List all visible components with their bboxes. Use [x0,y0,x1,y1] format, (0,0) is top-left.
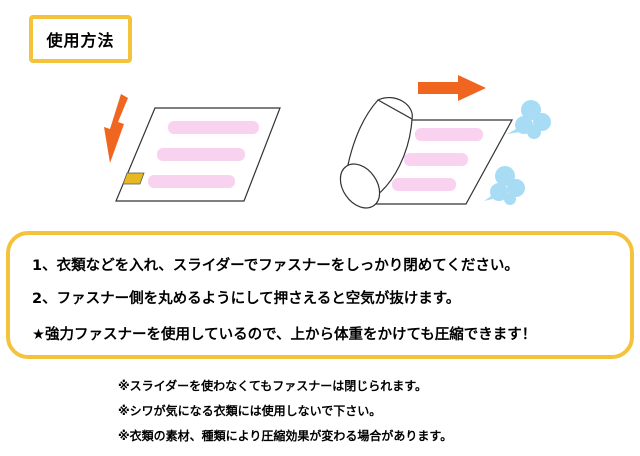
right-arrow-icon [418,75,486,101]
instruction-highlight: ★強力ファスナーを使用しているので、上から体重をかけても圧縮できます！ [32,327,537,343]
down-arrow-icon [104,94,128,163]
roll-top-curve [377,97,413,120]
flat-bag-illustration [104,94,281,202]
roll-end [339,163,381,209]
note-3: ※衣類の素材、種類により圧縮効果が変わる場合があります。 [118,429,453,443]
air-puff-icon [484,166,525,205]
air-puff-icon [507,100,551,139]
note-1: ※スライダーを使わなくてもファスナーは閉じられます。 [118,379,428,393]
title-box: 使用方法 [29,15,132,63]
slider-tab [122,172,145,185]
instructions-box: 1、衣類などを入れ、スライダーでファスナーをしっかり閉めてください。 2、ファス… [6,231,634,359]
bag-stripe [157,148,245,161]
page-title: 使用方法 [46,31,115,50]
bag-stripe [404,153,468,166]
bag-stripe [148,175,235,188]
instruction-step-2: 2、ファスナー側を丸めるようにして押さえると空気が抜けます。 [32,291,461,307]
bag-stripe [415,128,483,141]
instruction-step-1: 1、衣類などを入れ、スライダーでファスナーをしっかり閉めてください。 [32,258,519,274]
note-2: ※シワが気になる衣類には使用しないで下さい。 [118,404,382,418]
usage-illustration [104,75,551,209]
bag-stripe [392,178,456,191]
bag-stripe [168,121,259,134]
rolling-bag-illustration [339,75,551,209]
